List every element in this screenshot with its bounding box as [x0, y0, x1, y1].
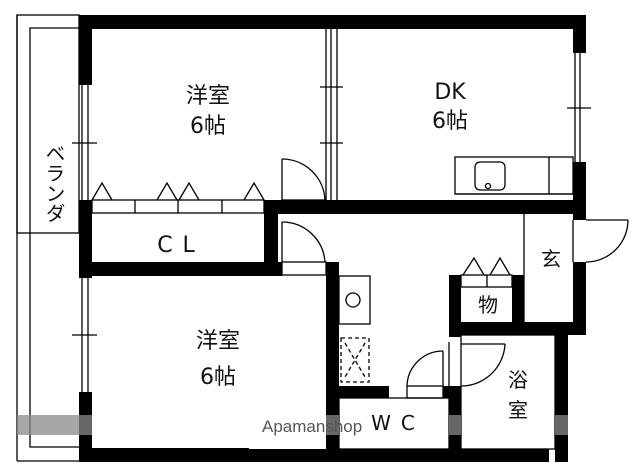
- western-room-top-label-line2: 6帖: [190, 114, 226, 139]
- storage-label: 物: [478, 293, 498, 317]
- partitions: [72, 29, 629, 450]
- western-room-bottom-label-line2: 6帖: [200, 365, 236, 390]
- watermark: Apamanshop: [17, 415, 568, 436]
- western-room-top-label-line1: 洋室: [186, 84, 230, 109]
- veranda: ベランダ: [16, 14, 80, 462]
- dk-label-line1: DK: [434, 80, 466, 105]
- room-labels: 洋室 6帖 DK 6帖 CL 洋室 6帖 玄 物 浴 室 WC: [157, 80, 561, 435]
- bathroom-label-line2: 室: [508, 398, 528, 422]
- entrance-label: 玄: [541, 247, 561, 271]
- bathroom-label-line1: 浴: [508, 368, 528, 392]
- walls: [79, 15, 586, 462]
- toilet-label: WC: [371, 411, 425, 435]
- veranda-label: ベランダ: [42, 143, 66, 223]
- watermark-text: Apamanshop: [262, 417, 362, 436]
- dk-label-line2: 6帖: [432, 109, 468, 134]
- closet-label: CL: [157, 233, 205, 258]
- western-room-bottom-label-line1: 洋室: [196, 329, 240, 354]
